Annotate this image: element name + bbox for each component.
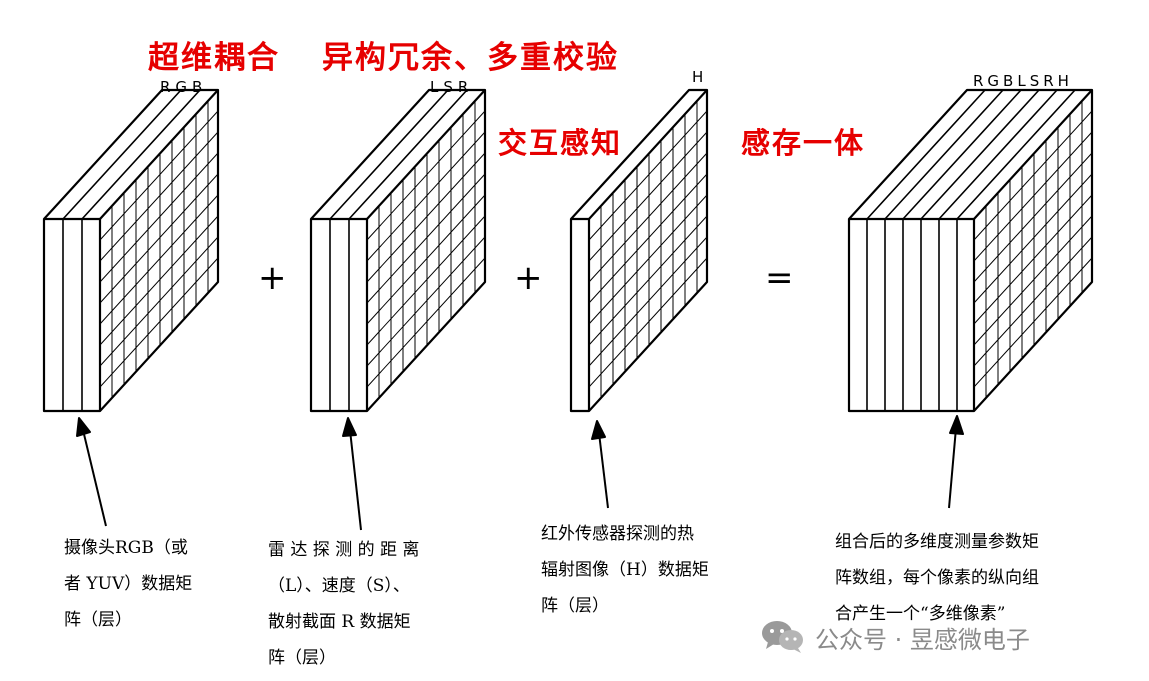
h-block [569, 88, 709, 413]
h-layer-label: H [692, 68, 709, 86]
lsr-caption: 雷 达 探 测 的 距 离 （L）、速度（S）、 散射截面 R 数据矩 阵（层） [268, 540, 420, 668]
combined-arrow [948, 415, 964, 509]
equals-sign: = [765, 258, 794, 298]
combined-caption: 组合后的多维度测量参数矩 阵数组，每个像素的纵向组 合产生一个“多维像素” [835, 532, 1039, 624]
h-caption: 红外传感器探测的热 辐射图像（H）数据矩 阵（层） [541, 524, 709, 616]
headline-heterogeneous: 异构冗余、多重校验 [322, 40, 619, 76]
lsr-block [309, 88, 487, 413]
headline-hyperdimensional: 超维耦合 [148, 40, 280, 76]
plus-sign-1: + [258, 258, 287, 298]
rgb-arrow [76, 417, 107, 527]
lsr-arrow [342, 417, 362, 531]
watermark-text: 公众号 · 昱感微电子 [815, 626, 1030, 654]
rgb-caption: 摄像头RGB（或 者 YUV）数据矩 阵（层） [64, 538, 193, 630]
headline-interactive: 交互感知 [498, 126, 623, 160]
wechat-icon [762, 621, 803, 653]
rgb-block [42, 88, 220, 413]
h-arrow [591, 420, 609, 509]
combined-layer-label: RGBLSRH [973, 72, 1073, 90]
headline-storage: 感存一体 [741, 126, 866, 160]
lsr-layer-label: LSR [430, 78, 474, 96]
plus-sign-2: + [514, 258, 543, 298]
combined-block [847, 88, 1094, 413]
rgb-layer-label: RGB [160, 78, 208, 96]
